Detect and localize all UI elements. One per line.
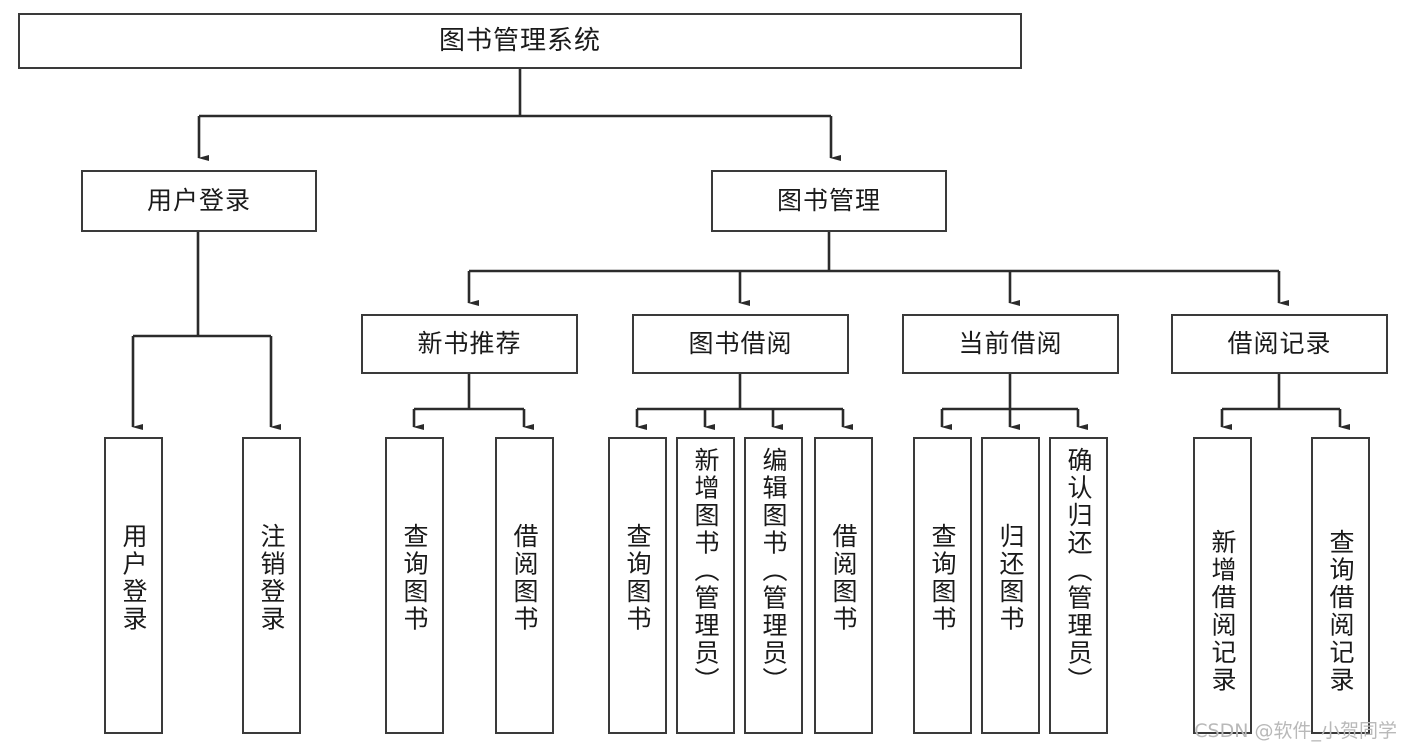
node-label: 图书管理 — [776, 186, 881, 216]
node-book-management[interactable]: 图书管理 — [711, 170, 947, 232]
node-label: 归还图书 — [996, 523, 1025, 633]
node-label: 借阅图书 — [829, 523, 858, 633]
node-label: 图书借阅 — [688, 329, 793, 359]
node-label: 用户登录 — [146, 186, 251, 216]
node-book-borrow[interactable]: 图书借阅 — [632, 314, 849, 374]
node-label: 借阅记录 — [1227, 329, 1332, 359]
leaf-borrowrecord-add-record[interactable]: 新增借阅记录 — [1193, 437, 1252, 734]
node-label: 图书管理系统 — [438, 25, 601, 56]
leaf-currentborrow-query-book[interactable]: 查询图书 — [913, 437, 972, 734]
node-current-borrow[interactable]: 当前借阅 — [902, 314, 1119, 374]
node-label: 编辑图书（管理员） — [759, 447, 788, 695]
node-new-book-recommend[interactable]: 新书推荐 — [361, 314, 578, 374]
node-user-login[interactable]: 用户登录 — [81, 170, 317, 232]
leaf-user-login[interactable]: 用户登录 — [104, 437, 163, 734]
leaf-currentborrow-return-book[interactable]: 归还图书 — [981, 437, 1040, 734]
node-label: 借阅图书 — [510, 523, 539, 633]
node-root-system[interactable]: 图书管理系统 — [18, 13, 1022, 69]
leaf-bookborrow-add-book[interactable]: 新增图书（管理员） — [676, 437, 735, 734]
node-label: 当前借阅 — [958, 329, 1063, 359]
node-label: 查询图书 — [400, 523, 429, 633]
node-label: 确认归还（管理员） — [1064, 447, 1093, 695]
leaf-bookborrow-query-book[interactable]: 查询图书 — [608, 437, 667, 734]
leaf-bookborrow-borrow-book[interactable]: 借阅图书 — [814, 437, 873, 734]
node-label: 注销登录 — [257, 523, 286, 633]
node-label: 查询借阅记录 — [1326, 529, 1355, 694]
leaf-logout[interactable]: 注销登录 — [242, 437, 301, 734]
leaf-newbook-query-book[interactable]: 查询图书 — [385, 437, 444, 734]
leaf-bookborrow-edit-book[interactable]: 编辑图书（管理员） — [744, 437, 803, 734]
leaf-currentborrow-confirm-return[interactable]: 确认归还（管理员） — [1049, 437, 1108, 734]
node-label: 查询图书 — [928, 523, 957, 633]
node-label: 新增图书（管理员） — [691, 447, 720, 695]
leaf-newbook-borrow-book[interactable]: 借阅图书 — [495, 437, 554, 734]
node-label: 新增借阅记录 — [1208, 529, 1237, 694]
csdn-watermark: CSDN @软件_小贺同学 — [1194, 720, 1397, 742]
node-borrow-record[interactable]: 借阅记录 — [1171, 314, 1388, 374]
leaf-borrowrecord-query-record[interactable]: 查询借阅记录 — [1311, 437, 1370, 734]
node-label: 查询图书 — [623, 523, 652, 633]
node-label: 用户登录 — [119, 523, 148, 633]
node-label: 新书推荐 — [417, 329, 522, 359]
